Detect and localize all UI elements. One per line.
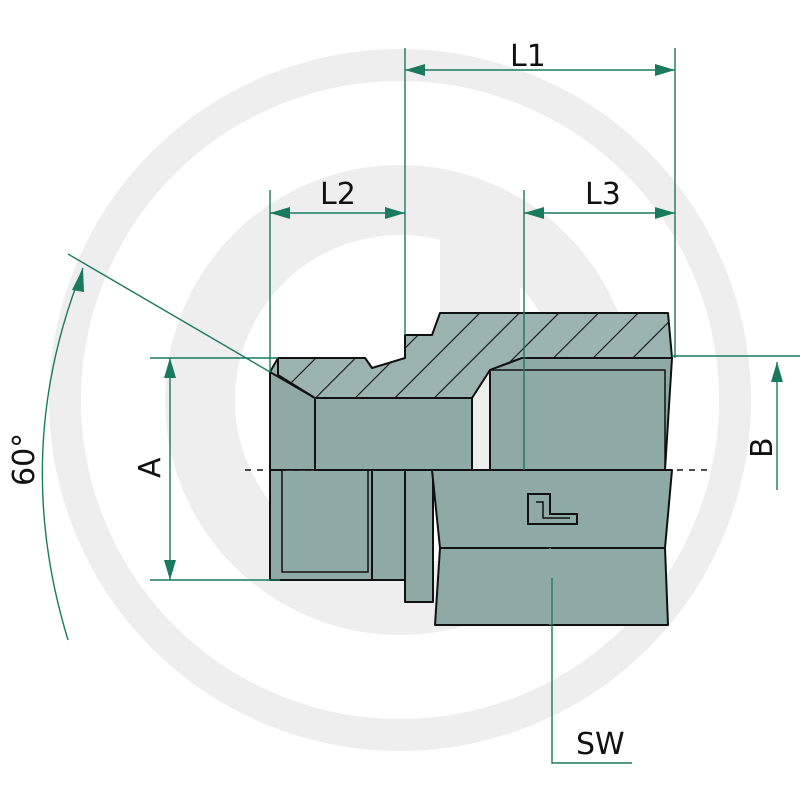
upper-bore: [314, 397, 473, 471]
dimension-lines: [41, 48, 800, 764]
label-l3: L3: [585, 177, 621, 212]
label-l1: L1: [510, 39, 546, 74]
label-angle: 60°: [7, 433, 42, 486]
label-a: A: [133, 457, 168, 478]
neck-section: [371, 469, 406, 581]
male-thread-core: [281, 469, 369, 573]
female-socket: [489, 357, 673, 471]
label-sw: SW: [576, 727, 625, 762]
neck-collar: [404, 469, 434, 603]
fitting-body: [269, 312, 673, 626]
label-b: B: [745, 437, 780, 458]
label-l2: L2: [320, 177, 356, 212]
